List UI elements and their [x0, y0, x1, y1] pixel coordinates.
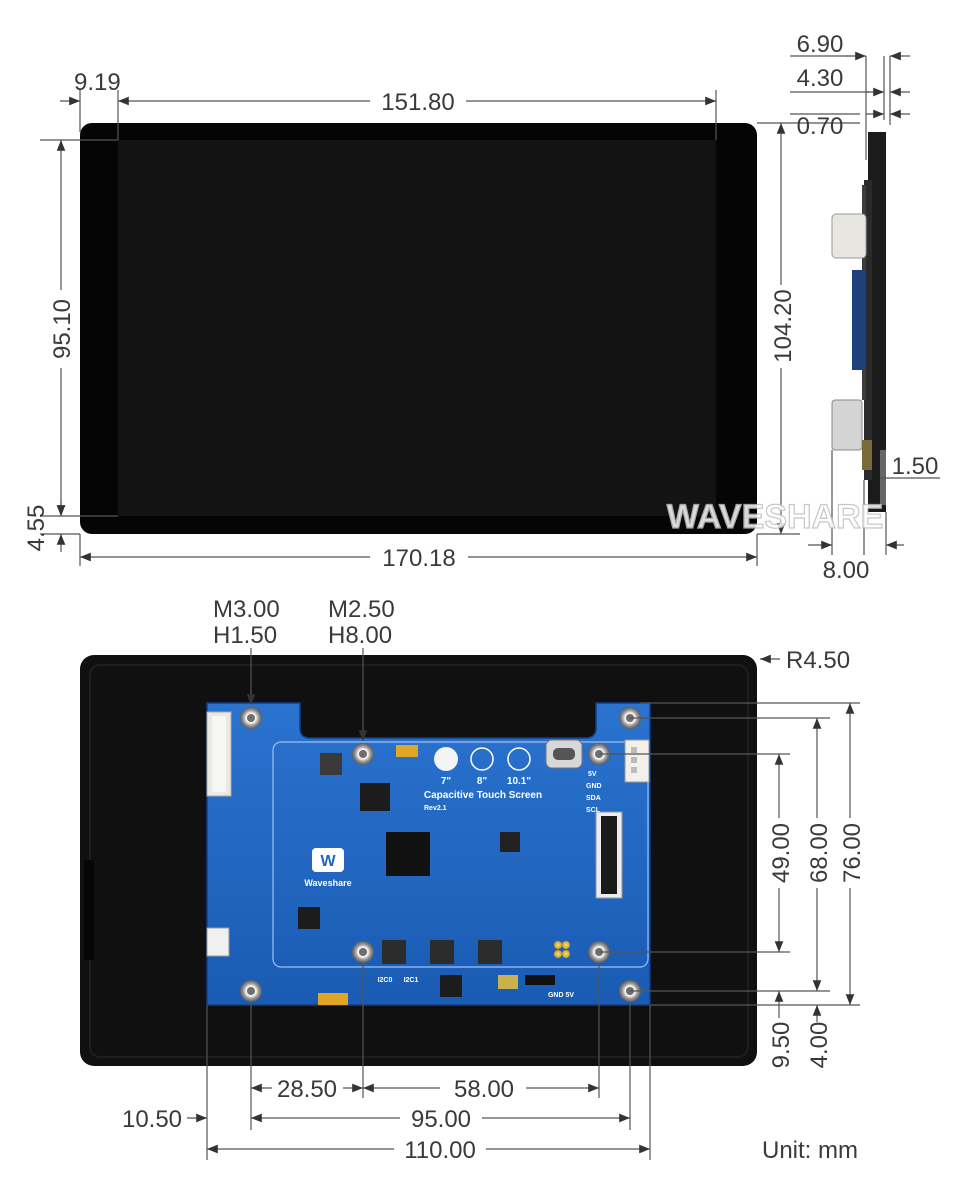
display-active-area — [118, 140, 716, 516]
side-connector-top — [831, 213, 867, 259]
side-view: 6.90 4.30 0.70 1.50 8.00 WAVESHARE — [666, 31, 940, 584]
dim-glass-thickness: 0.70 — [797, 113, 844, 140]
callout-corner-radius: R4.50 — [786, 647, 850, 674]
dim-total-height: 104.20 — [770, 289, 797, 362]
dim-connector-offset: 1.50 — [892, 453, 939, 480]
dim-total-width: 170.18 — [382, 545, 455, 572]
back-view: 7" 8" 10.1" Capacitive Touch Screen Rev2… — [80, 596, 866, 1164]
dim-49: 49.00 — [768, 823, 795, 883]
dim-total-depth: 6.90 — [797, 31, 844, 58]
main-controller-chip — [386, 832, 430, 876]
pcb-label-i2c0: I2C0 — [378, 977, 393, 984]
dim-bezel-bottom: 4.55 — [23, 505, 50, 552]
watermark: WAVESHARE — [667, 498, 884, 536]
dim-connector-depth: 8.00 — [823, 557, 870, 584]
dim-panel-depth: 4.30 — [797, 65, 844, 92]
unit-label: Unit: mm — [762, 1137, 858, 1164]
small-connector — [206, 927, 230, 957]
waveshare-logo: W Waveshare — [304, 848, 352, 888]
dim-58-00: 58.00 — [454, 1076, 514, 1103]
callout-hole-b-line1: M2.50 — [328, 596, 395, 623]
front-view: 9.19 151.80 95.10 4.55 170.18 104.20 — [23, 69, 860, 572]
pcb-label-7in: 7" — [441, 776, 452, 787]
callout-hole-a-line1: M3.00 — [213, 596, 280, 623]
dim-95-00: 95.00 — [411, 1106, 471, 1133]
dim-bezel-left: 9.19 — [74, 69, 121, 96]
pcb-label-jumper: GND 5V — [548, 992, 574, 999]
dim-28-50: 28.50 — [277, 1076, 337, 1103]
pcb-pin-gnd: GND — [586, 783, 602, 790]
dim-9-50: 9.50 — [768, 1022, 795, 1069]
callout-hole-b-line2: H8.00 — [328, 622, 392, 649]
dim-4-00: 4.00 — [806, 1022, 833, 1069]
dim-10-50: 10.50 — [122, 1106, 182, 1133]
pcb-pin-sda: SDA — [586, 795, 601, 802]
dim-active-width: 151.80 — [381, 89, 454, 116]
pcb-rev: Rev2.1 — [424, 805, 447, 812]
side-connector-bottom — [831, 399, 863, 451]
pcb-pin-scl: SCL — [586, 807, 601, 814]
pcb-label-i2c1: I2C1 — [404, 977, 419, 984]
pcb-title: Capacitive Touch Screen — [424, 790, 542, 801]
dim-active-height: 95.10 — [49, 299, 76, 359]
side-panel — [864, 180, 872, 480]
side-glass — [868, 132, 886, 512]
pcb-label-10in: 10.1" — [507, 776, 531, 787]
callout-hole-a-line2: H1.50 — [213, 622, 277, 649]
pcb-label-8in: 8" — [477, 776, 488, 787]
dim-76: 76.00 — [839, 823, 866, 883]
dim-68: 68.00 — [806, 823, 833, 883]
svg-text:W: W — [320, 853, 336, 870]
pcb-pin-5v: 5V — [588, 771, 597, 778]
dim-110-00: 110.00 — [404, 1137, 476, 1164]
svg-text:Waveshare: Waveshare — [304, 878, 351, 888]
